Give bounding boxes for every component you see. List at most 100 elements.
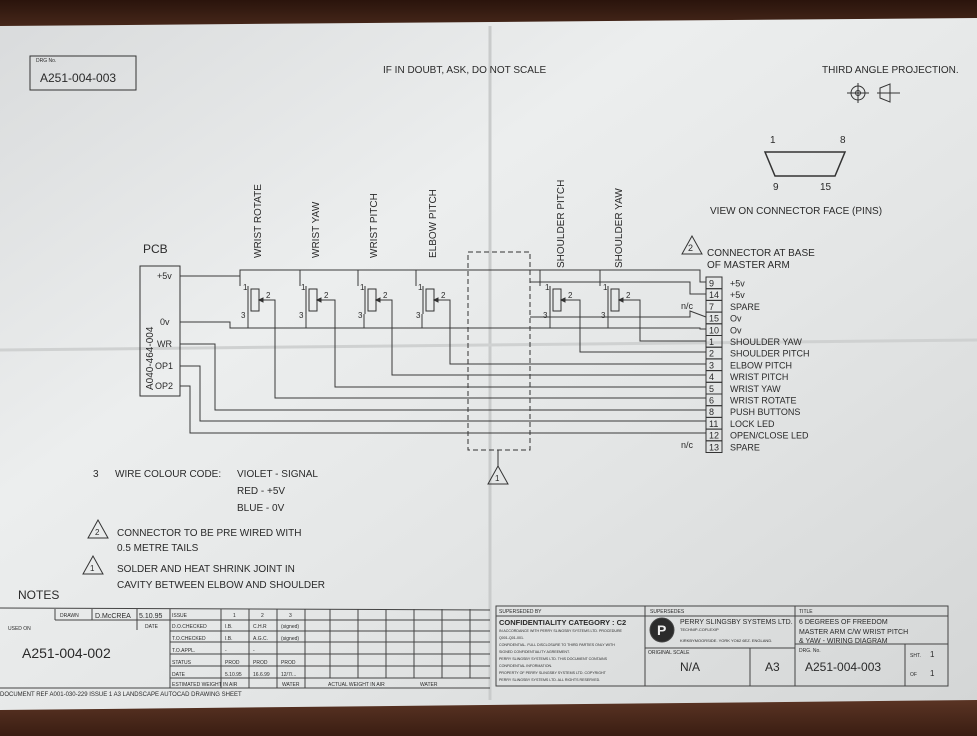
note-text: 0.5 METRE TAILS xyxy=(117,543,199,554)
face-pin-label: 1 xyxy=(770,135,776,146)
connector-pin-number: 11 xyxy=(709,419,718,429)
tb-issue: 3 xyxy=(289,613,292,619)
pot-terminal-number: 1 xyxy=(243,283,248,292)
potentiometer-icon: 123 xyxy=(241,283,271,320)
confidentiality-text: PROPERTY OF PERRY SLINGSBY SYSTEMS LTD. … xyxy=(499,671,607,675)
pot-terminal-number: 2 xyxy=(324,291,329,300)
drawing-title: 6 DEGREES OF FREEDOM xyxy=(799,619,888,626)
pot-label: WRIST ROTATE xyxy=(253,184,264,258)
connector-pin-label: SPARE xyxy=(730,442,760,452)
pcb-label: PCB xyxy=(143,242,168,256)
cavity-dashed-box xyxy=(467,251,531,451)
pcb-pin-label: OP1 xyxy=(155,361,173,371)
company-logo xyxy=(649,617,675,643)
tb-row-value: - xyxy=(225,648,227,654)
connector-pin-number: 14 xyxy=(709,290,719,300)
potentiometer-icon: 1 2 3 xyxy=(358,283,388,320)
pot-terminal-number: 3 xyxy=(299,311,304,320)
note-text: CAVITY BETWEEN ELBOW AND SHOULDER xyxy=(117,580,325,591)
tb-row-value: C.H.R xyxy=(253,624,267,630)
confidentiality-text: CONFIDENTIAL INFORMATION. xyxy=(499,664,552,668)
tb-row-label: STATUS xyxy=(172,660,192,666)
note-number: 2 xyxy=(95,528,100,537)
company-address: KIRKBYMOORSIDE. YORK YO62 6EZ. ENGLAND. xyxy=(680,638,772,643)
pot-terminal-number: 3 xyxy=(416,311,421,320)
confidentiality-text: Q001-Q01-001. xyxy=(499,636,524,640)
pot-terminal-number: 1 xyxy=(418,283,423,292)
pcb-pin-label: 0v xyxy=(160,317,170,327)
company-logo-letter: P xyxy=(657,622,666,638)
tb-row-value: 5.10.95 xyxy=(225,672,242,678)
tb-used-on: A251-004-002 xyxy=(22,645,111,661)
tb-label: OF xyxy=(910,672,917,678)
drg-no: A251-004-003 xyxy=(40,71,116,85)
connector-pin-label: PUSH BUTTONS xyxy=(730,407,800,417)
tb-label: ACTUAL WEIGHT IN AIR xyxy=(328,682,385,688)
tb-row-value: (signed) xyxy=(281,636,299,642)
potentiometer-icon: 123 xyxy=(601,283,631,320)
connector-face-caption: VIEW ON CONNECTOR FACE (PINS) xyxy=(710,206,882,217)
pcb-pin-label: +5v xyxy=(157,271,172,281)
pot-terminal-number: 1 xyxy=(360,283,365,292)
note-text: CONNECTOR TO BE PRE WIRED WITH xyxy=(117,528,301,539)
tb-drg-no: A251-004-003 xyxy=(805,660,881,674)
connector-pin-label: OPEN/CLOSE LED xyxy=(730,431,809,441)
tb-label: TITLE xyxy=(799,609,813,615)
pcb-pin-label: OP2 xyxy=(155,381,173,391)
confidentiality-text: CONFIDENTIAL. FULL DISCLOSURE TO THIRD P… xyxy=(499,643,615,647)
note-2-triangle-icon xyxy=(87,518,109,539)
connector-pin-label: ELBOW PITCH xyxy=(730,360,792,370)
pot-terminal-number: 2 xyxy=(441,291,446,300)
sheet-total: 1 xyxy=(930,669,935,678)
note-number: 1 xyxy=(495,474,500,483)
tb-label: USED ON xyxy=(8,626,31,632)
tb-row-label: DATE xyxy=(172,672,186,678)
scale-note: IF IN DOUBT, ASK, DO NOT SCALE xyxy=(383,65,547,76)
sheet-number: 1 xyxy=(930,650,935,659)
pot-terminal-number: 1 xyxy=(301,283,306,292)
pot-terminal-number: 3 xyxy=(358,311,363,320)
pot-label: ELBOW PITCH xyxy=(428,189,439,258)
company-sub: TECHNIP-COFLEXIP xyxy=(680,627,719,632)
connector-pin-number: 3 xyxy=(709,360,714,370)
projection-label: THIRD ANGLE PROJECTION. xyxy=(822,65,959,76)
notes-heading: NOTES xyxy=(18,588,59,602)
potentiometer-icon: 1 2 3 xyxy=(416,283,446,320)
pot-terminal-number: 3 xyxy=(543,311,548,320)
doc-ref: DOCUMENT REF A001-030-229 ISSUE 1 A3 LAN… xyxy=(0,692,242,698)
connector-title: CONNECTOR AT BASE xyxy=(707,248,815,259)
pcb-pin-label: WR xyxy=(157,339,172,349)
drg-no-box xyxy=(29,55,137,91)
tb-row-value: (signed) xyxy=(281,624,299,630)
connector-pin-label: LOCK LED xyxy=(730,419,775,429)
connector-pin-number: 13 xyxy=(709,442,719,452)
tb-row-label: T.O.CHECKED xyxy=(172,636,206,642)
pot-terminal-number: 2 xyxy=(383,291,388,300)
connector-pin-label: SHOULDER YAW xyxy=(730,337,802,347)
wires xyxy=(180,269,707,434)
tb-label: ORIGINAL SCALE xyxy=(648,650,690,656)
confidentiality-text: IN ACCORDANCE WITH PERRY SLINGSBY SYSTEM… xyxy=(499,629,623,633)
connector-pin-number: 10 xyxy=(709,325,719,335)
tb-row-value: 16.6.99 xyxy=(253,672,270,678)
note-number: 1 xyxy=(90,564,95,573)
connector-pin-number: 15 xyxy=(709,314,719,324)
note-1-triangle-icon xyxy=(82,554,104,575)
tb-label: WATER xyxy=(282,682,300,688)
sheet-size: A3 xyxy=(765,660,780,674)
pot-terminal-number: 2 xyxy=(568,291,573,300)
confidentiality-category: CONFIDENTIALITY CATEGORY : C2 xyxy=(499,618,626,627)
connector-pin-label: +5v xyxy=(730,290,745,300)
tb-drawn-date: 5.10.95 xyxy=(139,613,162,620)
company-name: PERRY SLINGSBY SYSTEMS LTD. xyxy=(680,619,793,626)
confidentiality-text: SIGNED CONFIDENTIALITY AGREEMENT. xyxy=(499,650,570,654)
tb-row-value: - xyxy=(253,648,255,654)
tb-label: SUPERSEDED BY xyxy=(499,609,542,615)
confidentiality-text: PERRY SLINGSBY SYSTEMS LTD. ALL RIGHTS R… xyxy=(499,678,600,682)
colour-code-line: RED - +5V xyxy=(237,486,285,497)
d-connector-face-icon xyxy=(763,151,847,177)
pot-label: WRIST PITCH xyxy=(369,193,380,258)
note-2-triangle-icon xyxy=(681,234,703,255)
tb-label: ESTIMATED WEIGHT IN AIR xyxy=(172,682,238,688)
